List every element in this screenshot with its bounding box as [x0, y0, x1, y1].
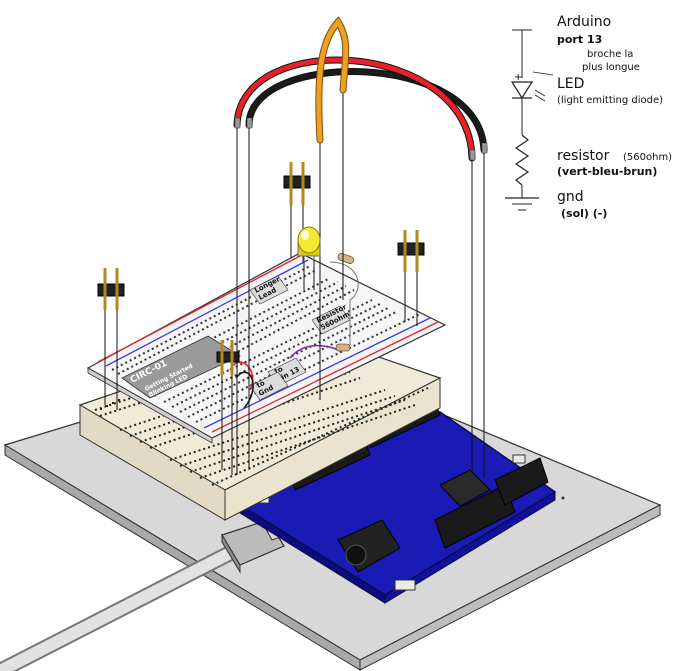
- led-full-name: (light emitting diode): [557, 95, 663, 106]
- header-pin-top: [283, 162, 311, 205]
- header-pin-right: [397, 230, 425, 272]
- header-pin-mid: [216, 340, 240, 375]
- resistor-value: (560ohm): [623, 152, 672, 163]
- schematic: Arduino port 13 broche la plus longue + …: [505, 14, 672, 220]
- schematic-title: Arduino: [557, 14, 611, 30]
- pin-note-line2: plus longue: [582, 62, 640, 73]
- gnd-label: gnd: [557, 189, 584, 205]
- gnd-note: (sol) (-): [561, 207, 607, 220]
- breadboard-sheet: CIRC-01 Getting Started Blinking LED Lon…: [86, 252, 447, 444]
- sheet-pin13-1: to: [273, 365, 284, 376]
- resistor-label: resistor: [557, 148, 610, 164]
- alignment-lines: [104, 90, 485, 478]
- jumper-wires: [233, 16, 488, 162]
- header-pin-left: [97, 268, 125, 310]
- pin-note-line1: broche la: [587, 49, 633, 60]
- led-label: LED: [557, 76, 584, 92]
- resistor-symbol: [514, 134, 530, 186]
- schematic-port: port 13: [557, 33, 602, 46]
- sheet-gnd-1: to: [255, 379, 266, 390]
- header-pins: [97, 162, 425, 375]
- ground-symbol: [505, 197, 539, 211]
- resistor-colors: (vert-bleu-brun): [557, 165, 657, 178]
- led: [297, 226, 321, 262]
- plus-sign: +: [514, 72, 522, 83]
